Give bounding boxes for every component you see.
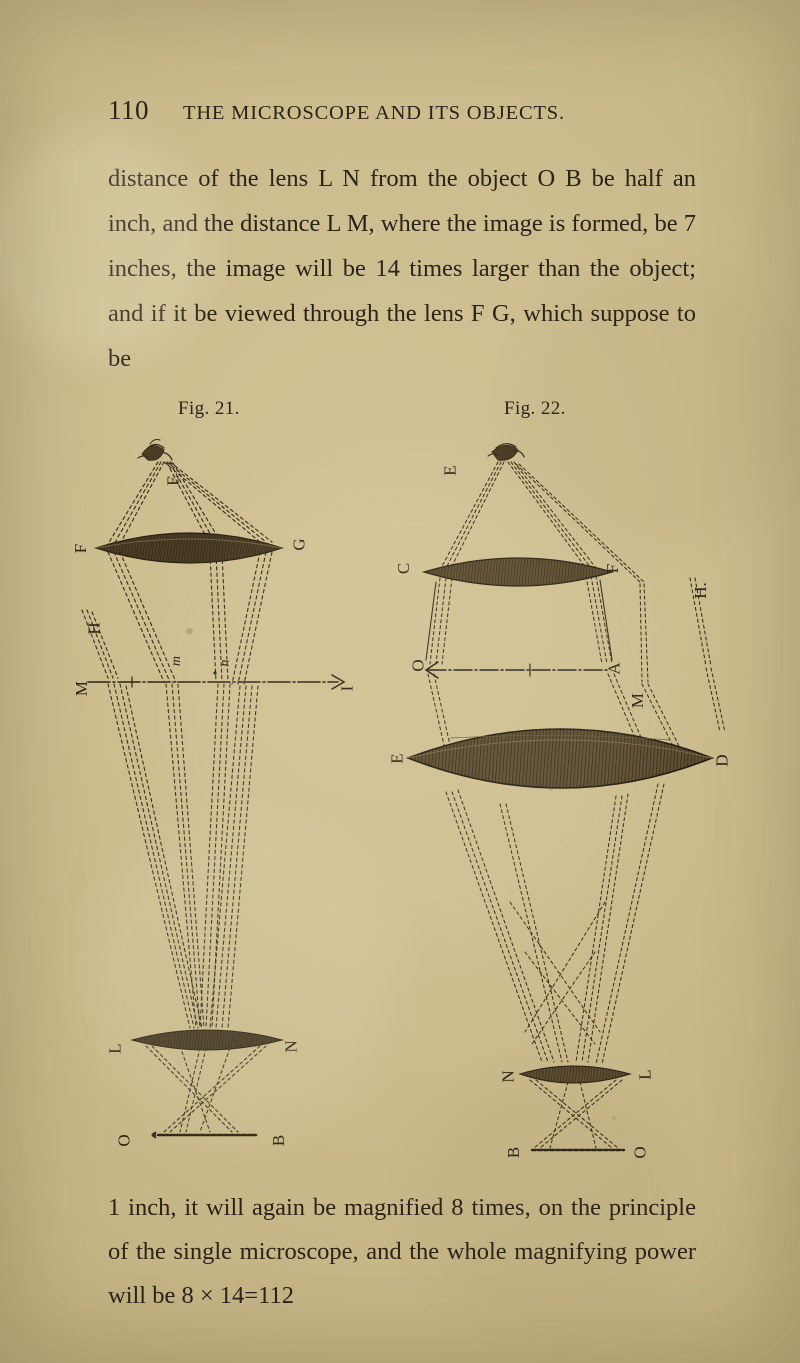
ray-bundle-bottom-cross xyxy=(529,1079,623,1149)
eye-symbol-top xyxy=(137,439,173,461)
figure-21-caption: Fig. 21. xyxy=(178,398,240,419)
figure-21-label-H: H xyxy=(84,622,104,635)
figure-21-diagram: E F G H M m n I L N O B xyxy=(60,432,370,1162)
ray-left-outer xyxy=(81,609,119,679)
ray-bundle-to-big-lens xyxy=(427,673,683,755)
measurement-arrow xyxy=(424,661,609,679)
ray-bundle-bottom xyxy=(145,1045,267,1133)
lens-nl xyxy=(518,1065,632,1084)
optical-axis xyxy=(87,671,346,690)
figure-22-label-D: D xyxy=(712,754,732,767)
figure-21-label-L: L xyxy=(105,1043,125,1054)
paragraph-below-figures: 1 inch, it will again be magnified 8 tim… xyxy=(108,1194,696,1309)
figure-22-caption: Fig. 22. xyxy=(504,398,566,419)
lens-ed-large xyxy=(405,728,715,789)
lens-fg xyxy=(94,532,284,564)
figure-22-label-B: B xyxy=(504,1146,524,1159)
figure-22-label-E-top: E xyxy=(440,465,460,476)
ray-right-outer xyxy=(689,577,726,733)
figure-22-diagram: A --> xyxy=(387,432,770,1162)
figure-22-label-L: L xyxy=(635,1069,655,1080)
figure-22-label-O-bottom: O xyxy=(630,1146,650,1159)
page-number: 110 xyxy=(108,95,149,125)
figure-22-label-M: M xyxy=(628,692,648,709)
object-ob xyxy=(151,1131,258,1139)
figure-22-label-F: F xyxy=(603,563,623,574)
figure-21-label-E: E xyxy=(163,475,183,486)
lens-ln xyxy=(129,1029,285,1051)
figure-22-label-N: N xyxy=(498,1070,518,1083)
frame-lines xyxy=(425,579,613,661)
figure-22-label-E-left: E xyxy=(387,753,407,764)
figure-21-drawing xyxy=(81,439,346,1139)
ray-bundle-upper xyxy=(107,461,273,545)
ray-bundle-mid xyxy=(107,551,273,685)
figure-21-label-M: M xyxy=(72,680,92,697)
lens-cf xyxy=(421,557,615,587)
running-head: 110 THE MICROSCOPE AND ITS OBJECTS. xyxy=(108,95,708,126)
running-head-title: THE MICROSCOPE AND ITS OBJECTS. xyxy=(183,102,565,124)
paragraph-above-figures: distance of the lens L N from the object… xyxy=(108,165,696,372)
eye-symbol-top xyxy=(487,443,525,461)
ray-bundle-eye-to-lens xyxy=(439,461,645,583)
figure-21-label-I: I xyxy=(337,685,357,692)
figure-22-label-A: A xyxy=(604,662,624,675)
figure-22-label-O-upper: O xyxy=(408,659,428,672)
figure-21-label-G: G xyxy=(289,538,309,551)
figure-21-label-B: B xyxy=(269,1134,289,1147)
figure-21-label-N: N xyxy=(281,1040,301,1053)
crossing-rays xyxy=(509,901,606,1045)
figure-21-label-F: F xyxy=(71,543,91,554)
figure-22-label-H: H. xyxy=(690,582,710,599)
ray-bundle-below-upper-lens xyxy=(429,575,649,683)
figure-22-label-C: C xyxy=(394,562,414,575)
figure-21-label-m-lower: m xyxy=(169,655,185,667)
figure-21-label-O: O xyxy=(114,1134,134,1147)
figure-21-label-n-lower: n xyxy=(217,659,233,667)
ray-bundle-lower-long xyxy=(107,683,259,1029)
ray-bundle-long-lower xyxy=(445,783,665,1065)
figure-22-drawing: A --> xyxy=(405,443,726,1152)
